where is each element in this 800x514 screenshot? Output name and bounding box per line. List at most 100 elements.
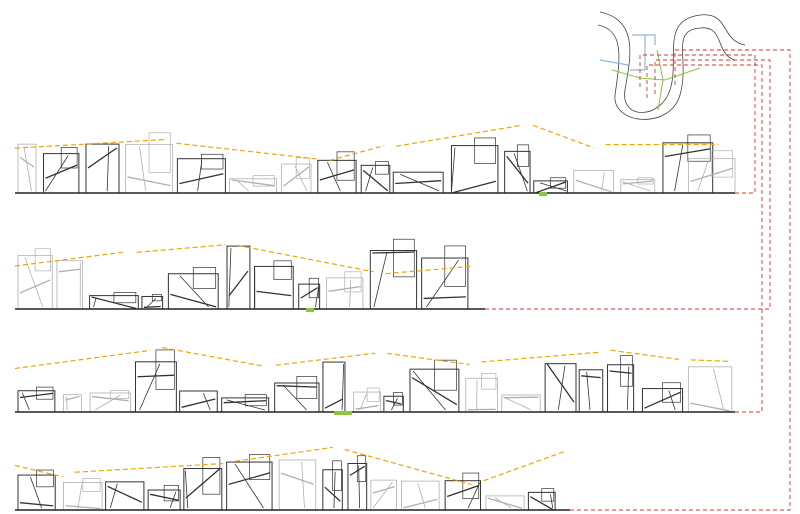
connector-dashed-line bbox=[646, 64, 763, 413]
building-diagonal bbox=[106, 146, 110, 192]
building-block bbox=[544, 363, 577, 413]
river-bank-inner bbox=[597, 24, 736, 120]
building-diagonal bbox=[185, 468, 221, 499]
skyline-dashed-line bbox=[690, 359, 731, 363]
building-block bbox=[687, 366, 733, 413]
building-diagonal bbox=[513, 153, 528, 192]
building-volume bbox=[637, 177, 654, 185]
skyline-dashed-line bbox=[344, 448, 472, 486]
building-volume bbox=[434, 359, 457, 391]
building-volume bbox=[249, 454, 271, 480]
building-diagonal bbox=[256, 290, 292, 297]
building-diagonal bbox=[372, 481, 393, 509]
building-volume bbox=[375, 161, 389, 175]
building-diagonal bbox=[581, 375, 601, 379]
building-diagonal bbox=[423, 296, 466, 300]
section-connector-lines bbox=[485, 49, 791, 511]
building-volume bbox=[109, 390, 129, 399]
building-block bbox=[85, 143, 120, 194]
building-diagonal bbox=[24, 257, 44, 308]
building-diagonal bbox=[237, 180, 249, 192]
street-section bbox=[14, 124, 736, 196]
building-diagonal bbox=[226, 399, 265, 411]
building-diagonal bbox=[280, 472, 314, 485]
building-diagonal bbox=[503, 396, 539, 399]
skyline-dashed-line bbox=[74, 462, 224, 473]
building-diagonal bbox=[66, 396, 68, 411]
building-diagonal bbox=[315, 286, 320, 308]
building-volume bbox=[332, 460, 342, 491]
building-diagonal bbox=[19, 502, 54, 507]
building-diagonal bbox=[453, 180, 497, 194]
building-diagonal bbox=[359, 393, 367, 411]
skyline-dashed-line bbox=[276, 352, 376, 366]
building-diagonal bbox=[417, 482, 426, 509]
building-diagonal bbox=[87, 147, 118, 169]
building-diagonal bbox=[45, 155, 69, 192]
building-diagonal bbox=[282, 384, 307, 411]
building-diagonal bbox=[30, 476, 42, 509]
building-volume bbox=[201, 153, 224, 170]
building-diagonal bbox=[319, 169, 355, 181]
skyline-dashed-line bbox=[329, 145, 385, 162]
building-diagonal bbox=[95, 394, 121, 411]
building-volume bbox=[148, 132, 171, 173]
building-diagonal bbox=[451, 147, 456, 192]
building-diagonal bbox=[426, 259, 459, 308]
building-volume bbox=[711, 150, 734, 178]
building-diagonal bbox=[169, 491, 177, 509]
skyline-dashed-line bbox=[176, 142, 318, 160]
building-diagonal bbox=[487, 497, 523, 510]
building-diagonal bbox=[109, 483, 118, 509]
building-diagonal bbox=[93, 297, 97, 308]
building-volume bbox=[474, 137, 496, 164]
building-volume bbox=[34, 248, 51, 272]
street-sections bbox=[14, 124, 736, 511]
building-diagonal bbox=[575, 179, 612, 193]
building-diagonal bbox=[358, 465, 361, 509]
building-diagonal bbox=[300, 287, 318, 299]
building-volume bbox=[366, 387, 380, 402]
building-diagonal bbox=[234, 463, 264, 509]
building-diagonal bbox=[333, 471, 336, 509]
building-diagonal bbox=[228, 248, 232, 308]
building-diagonal bbox=[530, 496, 554, 511]
building-block bbox=[17, 143, 37, 194]
building-diagonal bbox=[546, 363, 575, 403]
building-diagonal bbox=[690, 167, 734, 183]
building-diagonal bbox=[365, 167, 374, 192]
building-diagonal bbox=[535, 181, 566, 194]
street-section bbox=[14, 238, 485, 312]
building-block bbox=[56, 260, 83, 310]
building-volume bbox=[481, 373, 497, 390]
building-diagonal bbox=[697, 160, 709, 192]
building-volume bbox=[244, 394, 267, 407]
building-diagonal bbox=[713, 368, 725, 411]
building-diagonal bbox=[621, 181, 651, 192]
skyline-dashed-line bbox=[136, 244, 226, 253]
building-diagonal bbox=[282, 166, 310, 187]
building-diagonal bbox=[601, 172, 605, 192]
building-volume bbox=[516, 144, 530, 167]
building-volume bbox=[541, 488, 555, 502]
building-volume bbox=[36, 386, 54, 400]
building-volume bbox=[393, 392, 403, 406]
building-diagonal bbox=[349, 279, 352, 308]
building-diagonal bbox=[412, 370, 446, 411]
building-diagonal bbox=[92, 395, 129, 402]
building-diagonal bbox=[65, 505, 101, 510]
skyline-dashed-line bbox=[162, 346, 265, 367]
building-volume bbox=[151, 294, 162, 302]
building-diagonal bbox=[373, 252, 388, 308]
building-diagonal bbox=[494, 497, 512, 509]
building-diagonal bbox=[19, 392, 53, 399]
building-volume bbox=[60, 147, 78, 169]
building-block bbox=[278, 459, 317, 511]
building-diagonal bbox=[327, 162, 341, 192]
skyline-dashed-line bbox=[481, 351, 599, 363]
skyline-dashed-line bbox=[14, 464, 64, 478]
building-diagonal bbox=[664, 148, 711, 158]
building-diagonal bbox=[411, 377, 458, 406]
building-diagonal bbox=[91, 296, 137, 310]
green-marker bbox=[334, 411, 352, 415]
